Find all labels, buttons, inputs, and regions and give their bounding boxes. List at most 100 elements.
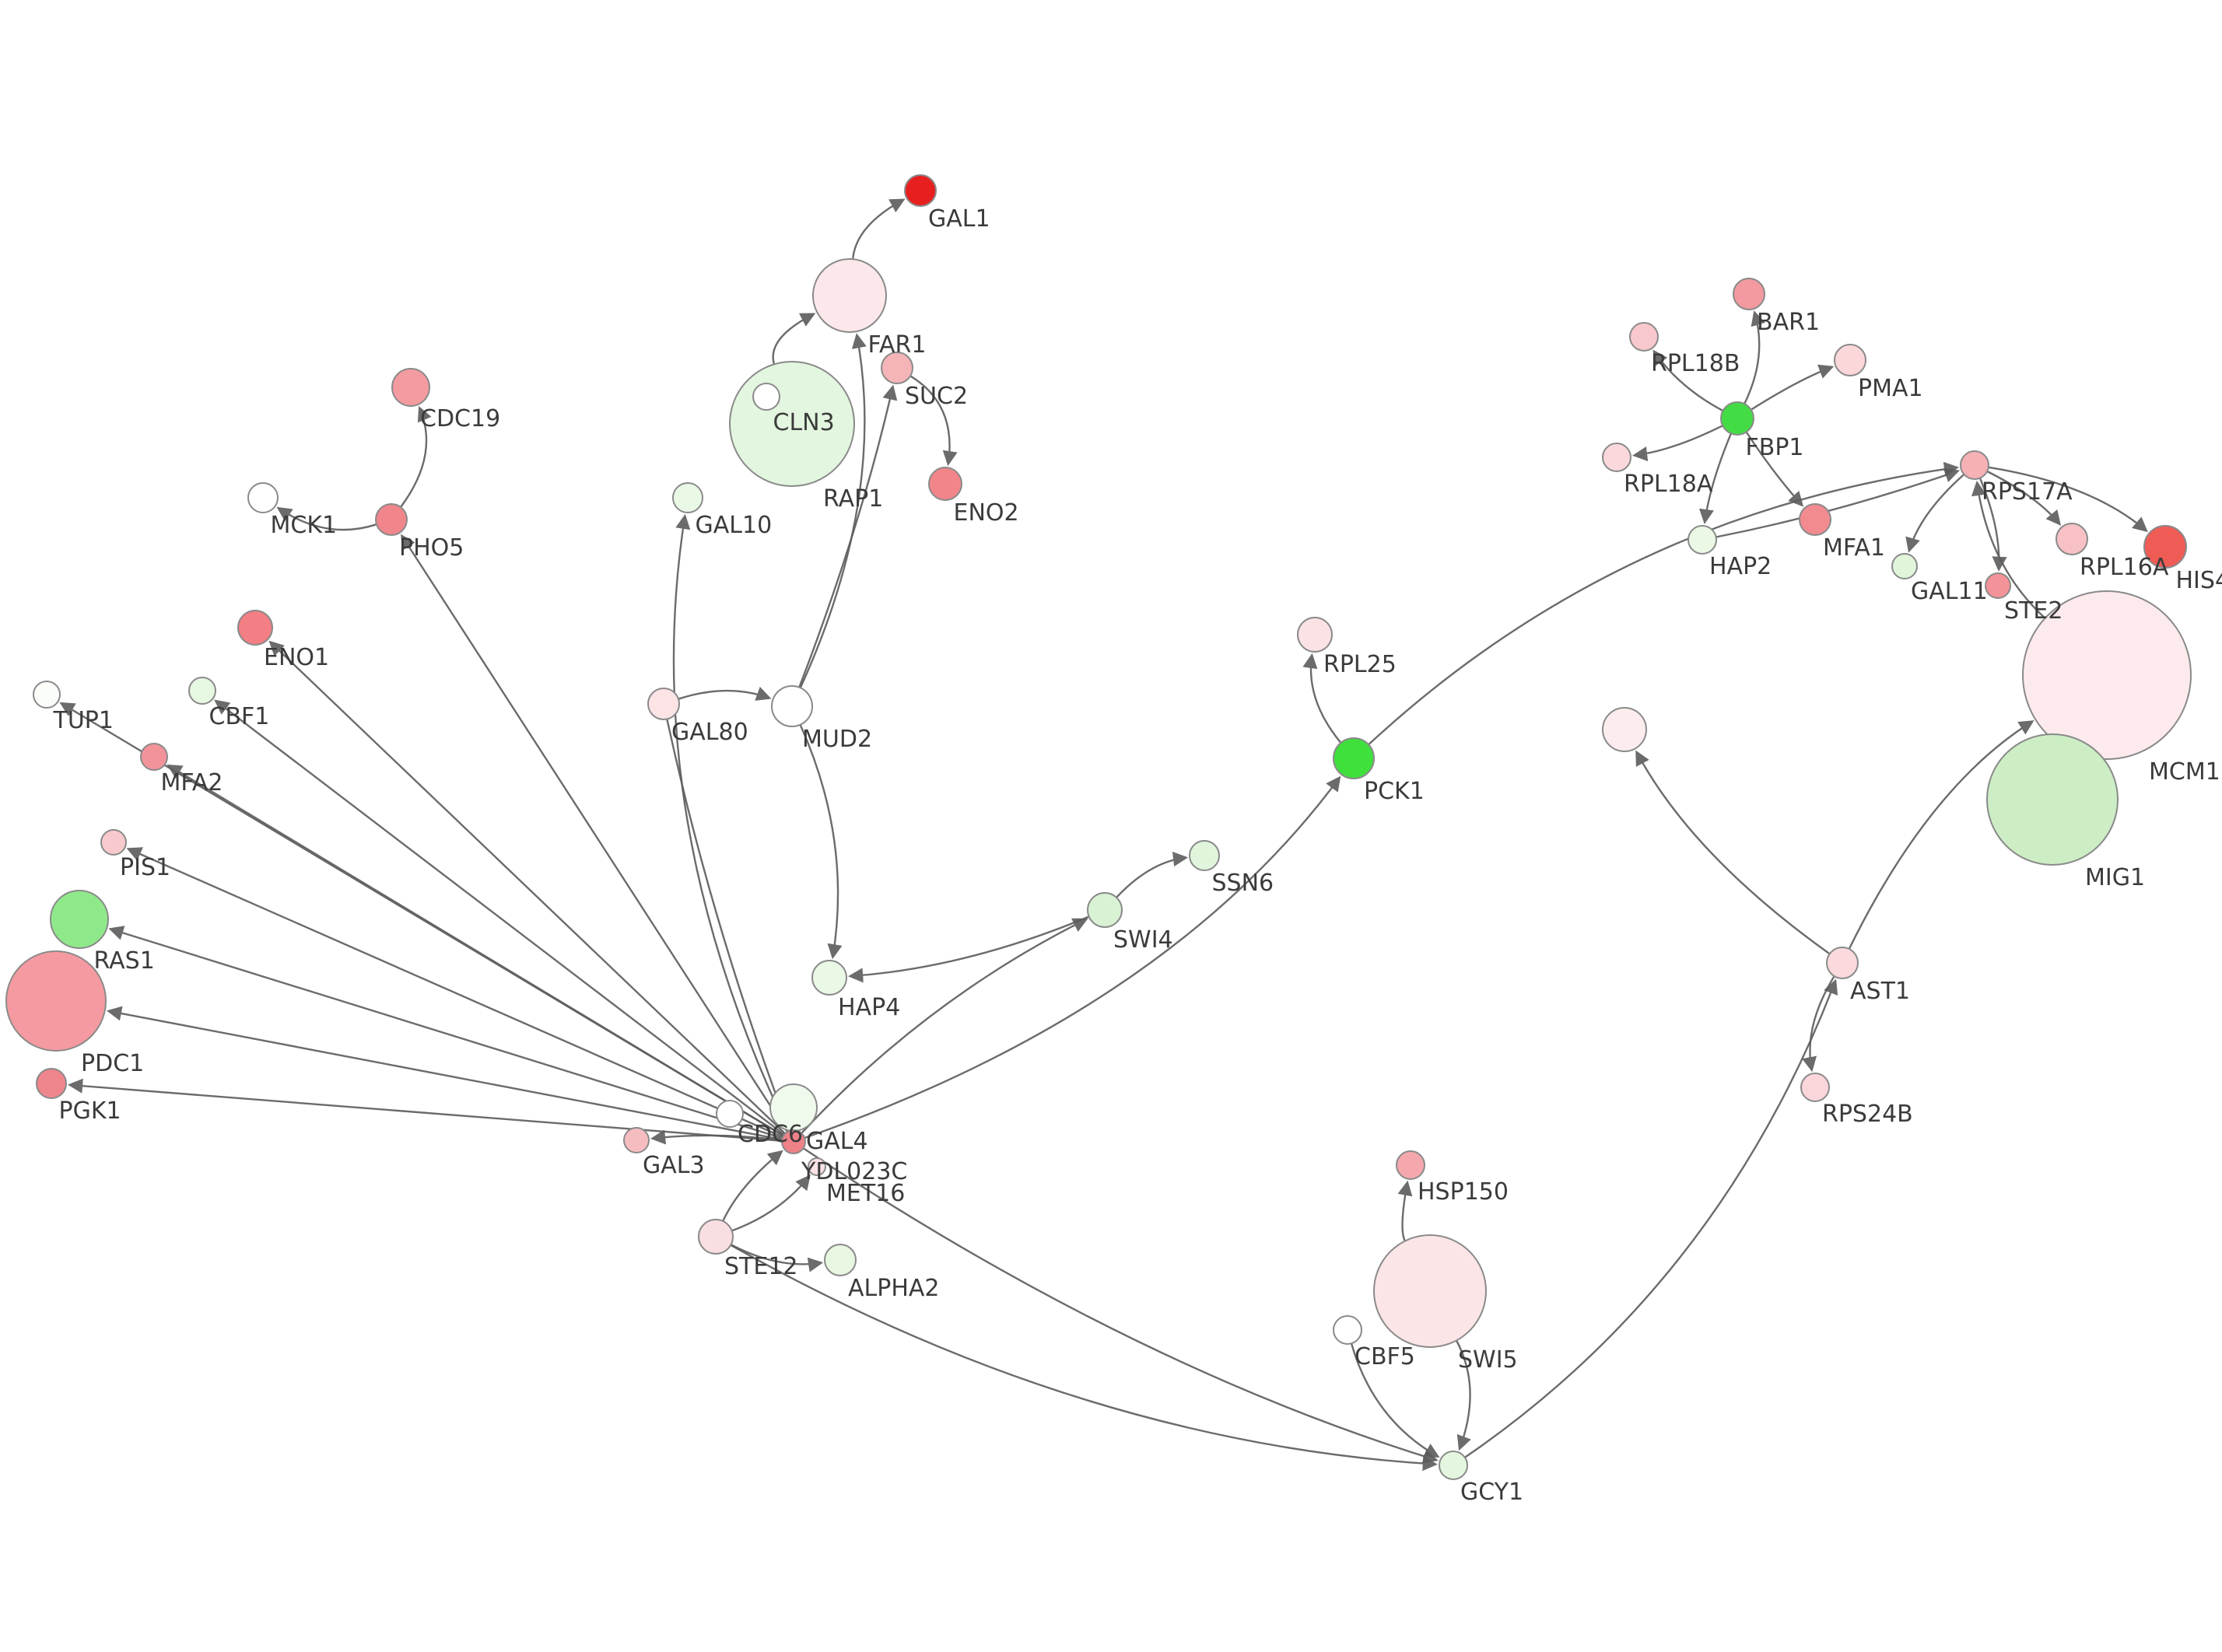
- edge-GAL4-SWI4[interactable]: [801, 918, 1088, 1134]
- edge-GAL4-GAL10[interactable]: [672, 513, 790, 1132]
- edge-MCM1-RPS17A[interactable]: [1971, 480, 2046, 619]
- node-HSP150[interactable]: [1396, 1150, 1425, 1180]
- node-CDC19[interactable]: [391, 368, 430, 407]
- edge-SWI4-HAP4[interactable]: [848, 915, 1090, 983]
- edge-CBF5-GCY1[interactable]: [1350, 1342, 1440, 1458]
- node-RAS1[interactable]: [50, 890, 109, 949]
- edge-SWI5-GCY1[interactable]: [1455, 1339, 1471, 1451]
- node-RPS17A[interactable]: [1960, 450, 1989, 480]
- edge-STE12-GAL4[interactable]: [722, 1150, 783, 1222]
- node-CDC6[interactable]: [716, 1100, 744, 1128]
- edge-FBP1-RPL18A[interactable]: [1632, 425, 1723, 462]
- node-STE12[interactable]: [698, 1219, 734, 1255]
- node-RPL16A[interactable]: [2056, 523, 2088, 555]
- node-MFA1[interactable]: [1799, 503, 1831, 536]
- edge-SWI4-SSN6[interactable]: [1116, 852, 1189, 898]
- edge-PCK1-RPL25[interactable]: [1302, 653, 1342, 744]
- node-HAP4[interactable]: [811, 960, 847, 996]
- node-HAP2[interactable]: [1688, 525, 1717, 555]
- node-PGK1[interactable]: [36, 1068, 67, 1099]
- edge-GCY1-AST1[interactable]: [1464, 978, 1838, 1458]
- edge-GAL4-CBF1[interactable]: [214, 699, 785, 1136]
- edge-GAL4-GCY1[interactable]: [802, 1147, 1439, 1464]
- node-RPS24B[interactable]: [1800, 1073, 1830, 1102]
- node-CBF5[interactable]: [1333, 1315, 1362, 1345]
- edge-FBP1-BAR1[interactable]: [1744, 310, 1766, 404]
- edge-MUD2-HAP4[interactable]: [799, 724, 843, 960]
- node-MFA2[interactable]: [140, 743, 168, 771]
- edge-HAP2-RPS17A[interactable]: [1716, 467, 1961, 538]
- node-CLN3[interactable]: [752, 383, 780, 411]
- node-GAL3[interactable]: [623, 1127, 650, 1153]
- node-PIS1[interactable]: [100, 829, 127, 856]
- node-RPL25[interactable]: [1297, 617, 1333, 653]
- node-PHO5[interactable]: [375, 503, 408, 536]
- node-TUP1[interactable]: [33, 681, 61, 709]
- edge-GAL4-PCK1[interactable]: [804, 775, 1341, 1139]
- node-GAL11[interactable]: [1891, 553, 1918, 579]
- edge-GAL4-GAL3[interactable]: [650, 1129, 783, 1145]
- edge-GAL4-PDC1[interactable]: [106, 1006, 783, 1141]
- node-AST1[interactable]: [1826, 947, 1859, 979]
- edge-FBP1-HAP2[interactable]: [1698, 432, 1733, 525]
- node-FBP1[interactable]: [1720, 401, 1754, 436]
- edge-STE12-MET16[interactable]: [731, 1174, 811, 1232]
- edge-GAL4-ENO1[interactable]: [268, 640, 787, 1135]
- edge-AST1-RPS24B[interactable]: [1802, 975, 1835, 1073]
- edge-RPS17A-HIS4[interactable]: [1988, 466, 2148, 533]
- edge-GAL80-MUD2[interactable]: [678, 686, 772, 701]
- node-PCK1[interactable]: [1333, 737, 1375, 779]
- node-SUC2[interactable]: [881, 352, 913, 384]
- edge-STE12-ALPHA2[interactable]: [730, 1244, 824, 1272]
- node-RPL18B[interactable]: [1629, 322, 1659, 352]
- edge-MUD2-SUC2[interactable]: [798, 384, 898, 688]
- edge-PHO5-CDC19[interactable]: [400, 406, 432, 508]
- node-ALPHA2[interactable]: [824, 1244, 857, 1276]
- edge-PCK1-RPS17A[interactable]: [1368, 461, 1960, 746]
- node-GAL4[interactable]: [781, 1129, 806, 1154]
- node-ENO2[interactable]: [928, 467, 962, 501]
- edge-FBP1-MFA1[interactable]: [1745, 431, 1804, 507]
- node-PDC1[interactable]: [5, 950, 107, 1052]
- edge-RPS17A-GAL11[interactable]: [1905, 474, 1965, 553]
- node-GAL1[interactable]: [904, 174, 937, 207]
- edge-SUC2-ENO2[interactable]: [909, 375, 958, 467]
- node-GCY1[interactable]: [1439, 1451, 1468, 1480]
- edge-FBP1-PMA1[interactable]: [1751, 364, 1835, 411]
- node-SSN6[interactable]: [1189, 840, 1220, 871]
- edge-AST1-MCM1[interactable]: [1848, 720, 2034, 950]
- node-MCM1[interactable]: [2022, 590, 2192, 760]
- node-STE2[interactable]: [1985, 572, 2011, 599]
- node-RPL18A[interactable]: [1602, 443, 1631, 472]
- node-CBF1[interactable]: [188, 677, 216, 705]
- edge-GAL4-PGK1[interactable]: [68, 1078, 783, 1142]
- edge-GAL4-MFA2[interactable]: [166, 764, 784, 1137]
- node-BAR1[interactable]: [1733, 278, 1765, 310]
- node-SWI5[interactable]: [1373, 1234, 1487, 1348]
- node-MET16[interactable]: [808, 1157, 826, 1176]
- edge-FBP1-RPL18B[interactable]: [1652, 349, 1724, 412]
- edge-FAR1-GAL1[interactable]: [852, 198, 906, 260]
- node-MUD2[interactable]: [771, 685, 813, 727]
- edge-STE12-GCY1[interactable]: [730, 1244, 1438, 1472]
- edge-SWI5-HSP150[interactable]: [1397, 1180, 1413, 1242]
- node-MIG1[interactable]: [1986, 733, 2119, 866]
- edge-GAL4-PHO5[interactable]: [401, 534, 788, 1133]
- node-GAL10[interactable]: [672, 482, 703, 513]
- node-GAL80[interactable]: [647, 688, 680, 720]
- node-HIS4[interactable]: [2143, 525, 2187, 569]
- node-node-unlabeled-1[interactable]: [1602, 707, 1647, 752]
- edge-GAL4-PIS1[interactable]: [126, 847, 783, 1139]
- node-FAR1[interactable]: [812, 258, 887, 333]
- edge-RPS17A-RPL16A[interactable]: [1986, 470, 2062, 526]
- edge-PHO5-MCK1[interactable]: [276, 506, 377, 531]
- edge-GAL80-GAL4[interactable]: [666, 719, 791, 1129]
- edge-MUD2-FAR1[interactable]: [799, 333, 867, 688]
- node-ENO1[interactable]: [237, 610, 273, 646]
- edge-RAP1-FAR1[interactable]: [772, 313, 816, 365]
- node-MCK1[interactable]: [247, 482, 279, 513]
- edge-GAL4-RAS1[interactable]: [108, 926, 783, 1139]
- node-PMA1[interactable]: [1834, 344, 1866, 376]
- edge-AST1-node-unlabeled-1[interactable]: [1635, 750, 1831, 955]
- node-SWI4[interactable]: [1087, 892, 1123, 928]
